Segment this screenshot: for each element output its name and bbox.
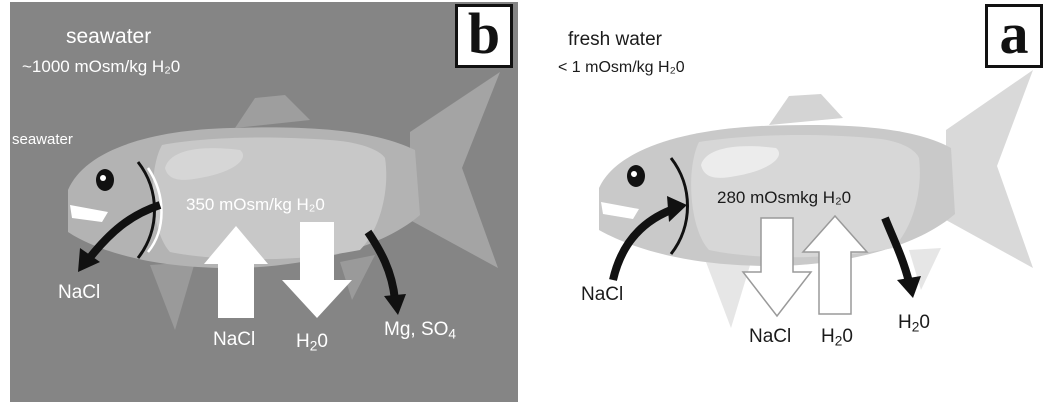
water-loss-label: H20: [296, 332, 328, 353]
side-label: seawater: [12, 132, 73, 147]
dorsal-fin: [769, 94, 843, 125]
gill-input-label: NaCl: [581, 285, 623, 304]
tail-fin: [946, 70, 1033, 268]
body-osmolality: 280 mOsmkg H₂0: [717, 189, 851, 206]
body-osmolality: 350 mOsm/kg H₂0: [186, 196, 325, 213]
panel-letter-b: b: [455, 4, 513, 68]
environment-osmolality: < 1 mOsm/kg H₂0: [558, 60, 685, 76]
panel-freshwater: a fresh water < 1 mOsm/kg H₂0 280 mOsmkg…: [521, 0, 1043, 406]
gill-output-label: NaCl: [58, 283, 100, 302]
kidney-output-label: Mg, SO4: [384, 320, 456, 341]
environment-label: seawater: [66, 26, 151, 47]
environment-label: fresh water: [568, 30, 662, 49]
nacl-uptake-label: NaCl: [213, 330, 255, 349]
water-uptake-label: H20: [821, 327, 853, 348]
panel-seawater: b seawater ~1000 mOsm/kg H₂0 seawater 35…: [0, 0, 521, 406]
kidney-output-label: H20: [898, 313, 930, 334]
environment-osmolality: ~1000 mOsm/kg H₂0: [22, 58, 180, 75]
panel-letter-a: a: [985, 4, 1043, 68]
nacl-loss-label: NaCl: [749, 327, 791, 346]
